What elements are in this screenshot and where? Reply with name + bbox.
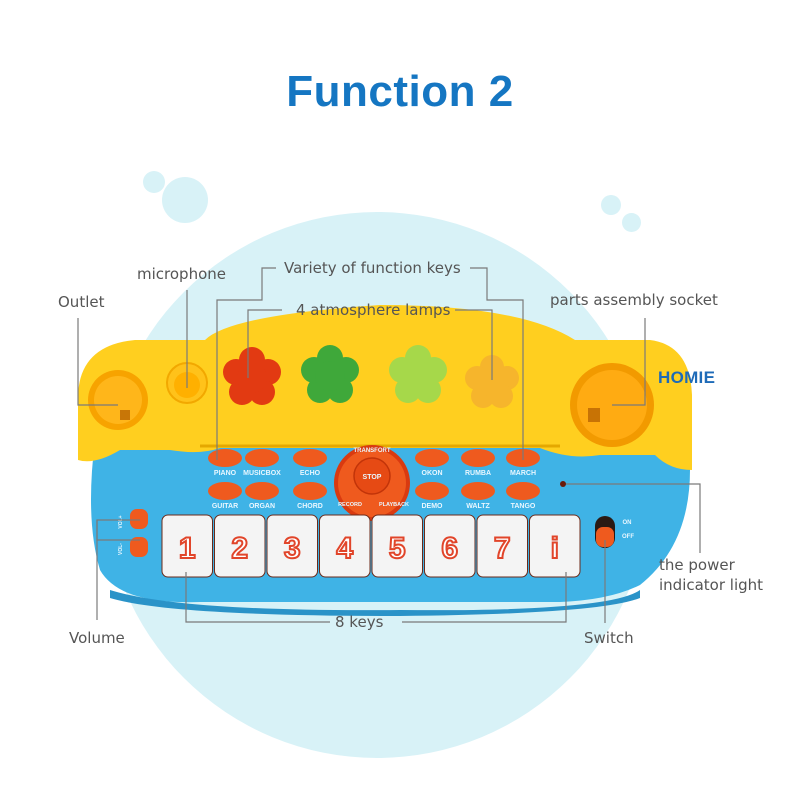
piano-key-number: 1 <box>179 532 196 565</box>
keyboard-body-shadow <box>110 590 640 616</box>
instrument-button-label: WALTZ <box>466 503 490 510</box>
dial-top-label: TRANSFORT <box>354 448 391 454</box>
instrument-button[interactable] <box>293 482 327 500</box>
dial-right-label: PLAYBACK <box>379 502 409 508</box>
dial-left-label: RECORD <box>338 502 362 508</box>
label-function-keys: Variety of function keys <box>284 259 461 277</box>
piano-key-number: 6 <box>441 532 458 565</box>
piano-key[interactable] <box>476 514 528 578</box>
label-microphone: microphone <box>137 265 226 283</box>
piano-key-number: 2 <box>231 532 248 565</box>
function-button-label: MARCH <box>510 470 536 477</box>
piano-key[interactable] <box>529 514 581 578</box>
piano-key[interactable] <box>319 514 371 578</box>
function-keys-callout-right <box>470 267 524 460</box>
function-button-label: MUSICBOX <box>243 470 281 477</box>
piano-key[interactable] <box>424 514 476 578</box>
function-button[interactable] <box>245 449 279 467</box>
eight-keys-callout-left <box>185 572 330 623</box>
label-power-light-line2: indicator light <box>659 576 764 594</box>
label-outlet: Outlet <box>58 293 105 311</box>
atmosphere-lamp-green <box>301 345 359 403</box>
piano-key-number: 4 <box>336 532 353 565</box>
label-switch: Switch <box>584 629 634 647</box>
lamps-callout-right <box>455 309 493 380</box>
atmosphere-lamp-lime <box>389 345 447 403</box>
piano-key-number: 3 <box>284 532 301 565</box>
volume-up-label: VOL+ <box>118 515 124 528</box>
volume-callout <box>96 519 140 541</box>
background-bubble <box>143 171 165 193</box>
instrument-button[interactable] <box>415 482 449 500</box>
background-bubble <box>601 195 621 215</box>
instrument-button-label: TANGO <box>511 503 536 510</box>
function-button-label: ECHO <box>300 470 321 477</box>
socket-callout <box>612 318 646 406</box>
function-button[interactable] <box>293 449 327 467</box>
lamps-callout-left <box>247 309 282 378</box>
piano-key[interactable] <box>161 514 213 578</box>
outlet-callout <box>77 318 118 406</box>
switch-off-label: OFF <box>622 534 634 540</box>
instrument-button[interactable] <box>506 482 540 500</box>
atmosphere-lamp-orange <box>465 355 519 408</box>
function-button-label: PIANO <box>214 470 237 477</box>
piano-key-number: 7 <box>494 532 511 565</box>
piano-key-number: 5 <box>389 532 406 565</box>
power-indicator-light <box>560 481 566 487</box>
power-light-callout <box>566 483 701 553</box>
volume-down-label: VOL- <box>118 543 124 555</box>
stop-button <box>353 457 391 495</box>
label-atmosphere-lamps: 4 atmosphere lamps <box>296 301 451 319</box>
volume-down-button <box>130 537 148 557</box>
instrument-button-label: DEMO <box>422 503 444 510</box>
dial-stop-label: STOP <box>363 474 382 481</box>
function-button[interactable] <box>461 449 495 467</box>
label-eight-keys: 8 keys <box>335 613 384 631</box>
instrument-button-label: CHORD <box>297 503 323 510</box>
atmosphere-lamp-red <box>223 347 281 405</box>
instrument-button[interactable] <box>461 482 495 500</box>
yellow-top-shell <box>78 305 692 470</box>
label-parts-socket: parts assembly socket <box>550 291 718 309</box>
function-button-label: RUMBA <box>465 470 491 477</box>
instrument-button-label: GUITAR <box>212 503 238 510</box>
power-switch <box>596 527 614 547</box>
label-power-light-line1: the power <box>659 556 735 574</box>
label-volume: Volume <box>69 629 125 647</box>
piano-key[interactable] <box>214 514 266 578</box>
function-button-label: OKON <box>422 470 443 477</box>
volume-up-button <box>130 509 148 529</box>
background-bubble <box>162 177 208 223</box>
page-title: Function 2 <box>286 67 514 117</box>
background-bubble <box>622 213 641 232</box>
switch-on-label: ON <box>623 520 632 526</box>
instrument-button[interactable] <box>208 482 242 500</box>
piano-key-number: i <box>551 532 559 565</box>
function-button[interactable] <box>415 449 449 467</box>
brand-logo: HOMIE <box>658 368 716 387</box>
instrument-button-label: ORGAN <box>249 503 275 510</box>
instrument-button[interactable] <box>245 482 279 500</box>
eight-keys-callout-right <box>402 572 567 623</box>
piano-key[interactable] <box>266 514 318 578</box>
function-keys-callout-left <box>216 267 276 460</box>
piano-key[interactable] <box>371 514 423 578</box>
